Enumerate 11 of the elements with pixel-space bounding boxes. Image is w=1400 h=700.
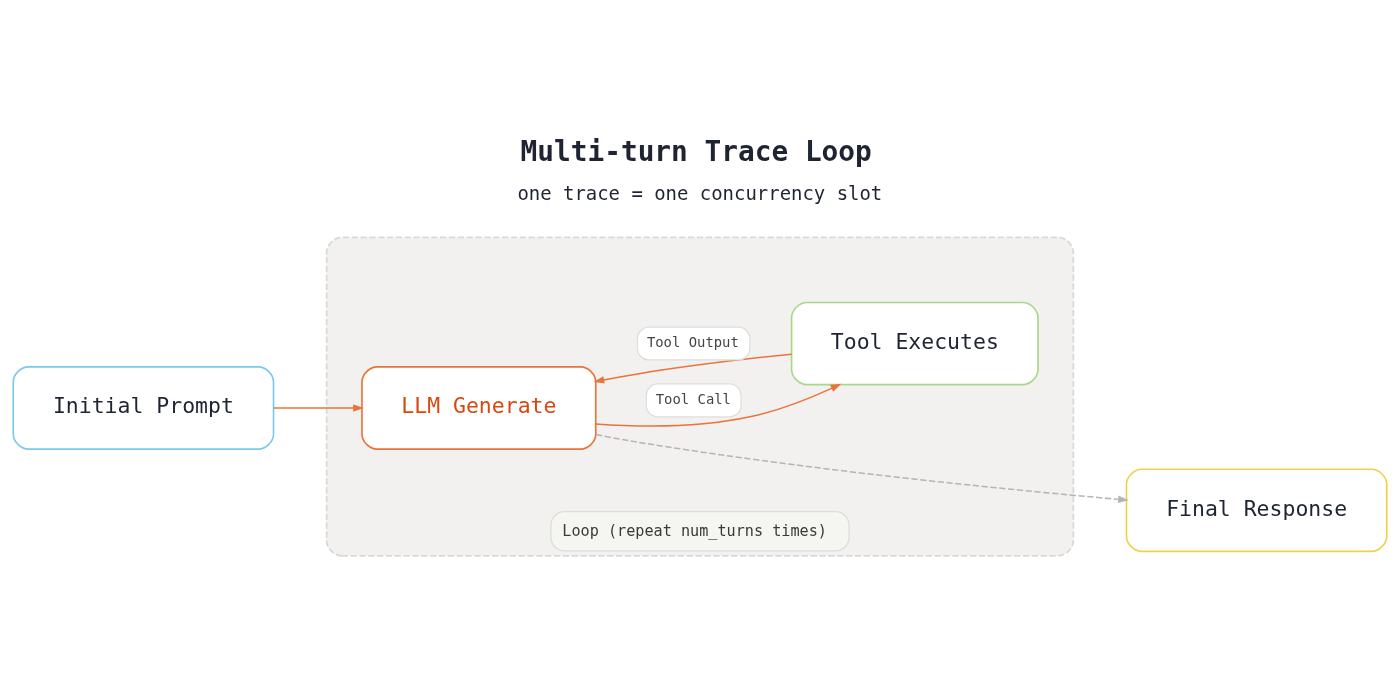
edge-label: Tool Call <box>655 390 731 407</box>
arrow <box>595 433 1129 503</box>
diagram-title: Multi-turn Trace Loop <box>520 134 872 168</box>
arrow <box>593 352 793 383</box>
node-box: Tool Executes <box>790 301 1039 385</box>
node-box: LLM Generate <box>361 365 597 450</box>
caption: one trace = one concurrency slot <box>517 181 883 203</box>
arrow <box>273 403 364 412</box>
edge-label: Tool Output <box>646 333 739 350</box>
node-box: Final Response <box>1125 467 1388 552</box>
node-box: Initial Prompt <box>12 365 275 450</box>
